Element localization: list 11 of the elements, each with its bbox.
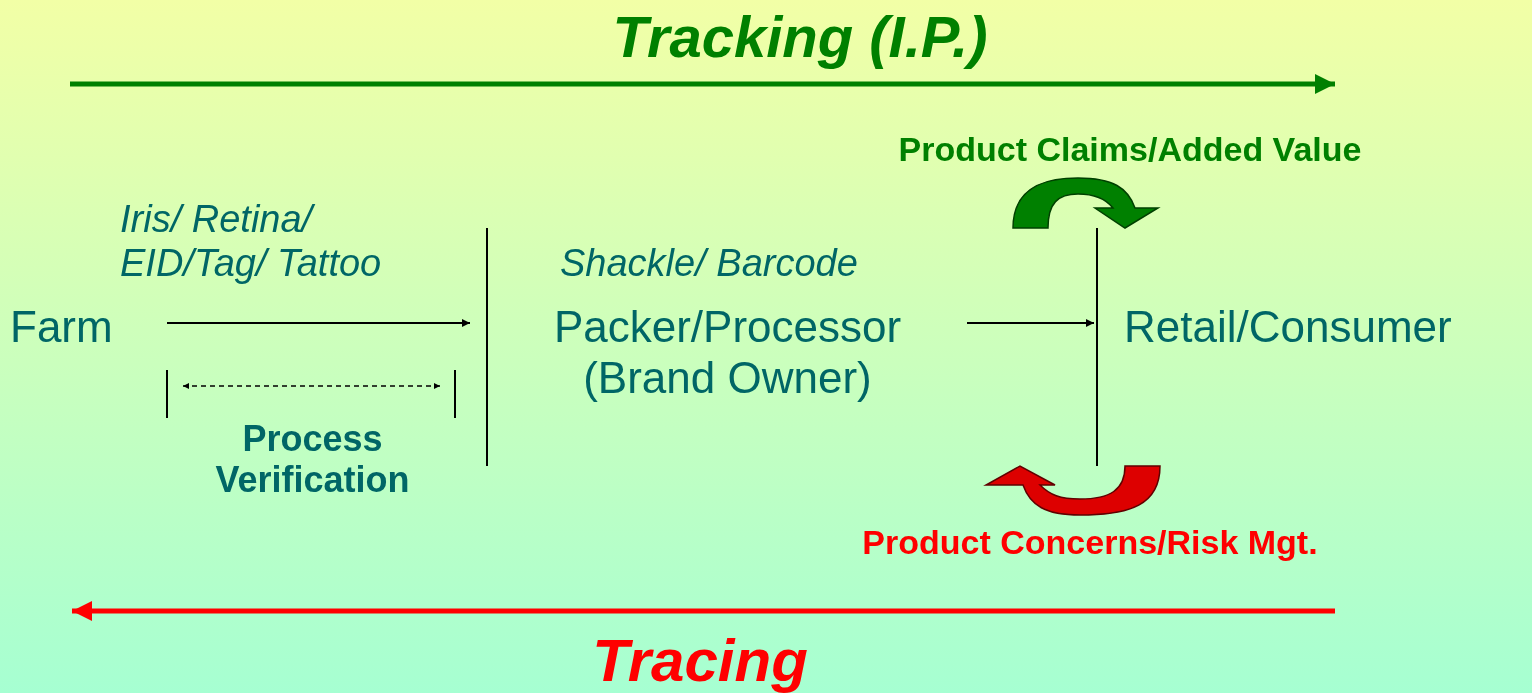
stage-label: Retail/Consumer [1124, 302, 1528, 353]
annotation-text: Process Verification [214, 418, 411, 501]
stage-label: Packer/Processor (Brand Owner) [500, 302, 955, 404]
annotation-text: Shackle/ Barcode [560, 242, 858, 286]
arrow [966, 319, 1095, 327]
annotation-text: Product Claims/Added Value [897, 130, 1363, 170]
heading: Tracking (I.P.) [611, 4, 989, 71]
annotation-text: Product Concerns/Risk Mgt. [861, 523, 1319, 563]
stage-label: Farm [10, 302, 140, 353]
edge-label: Iris/ Retina/ EID/Tag/ Tattoo [120, 198, 383, 286]
arrow [166, 319, 471, 327]
